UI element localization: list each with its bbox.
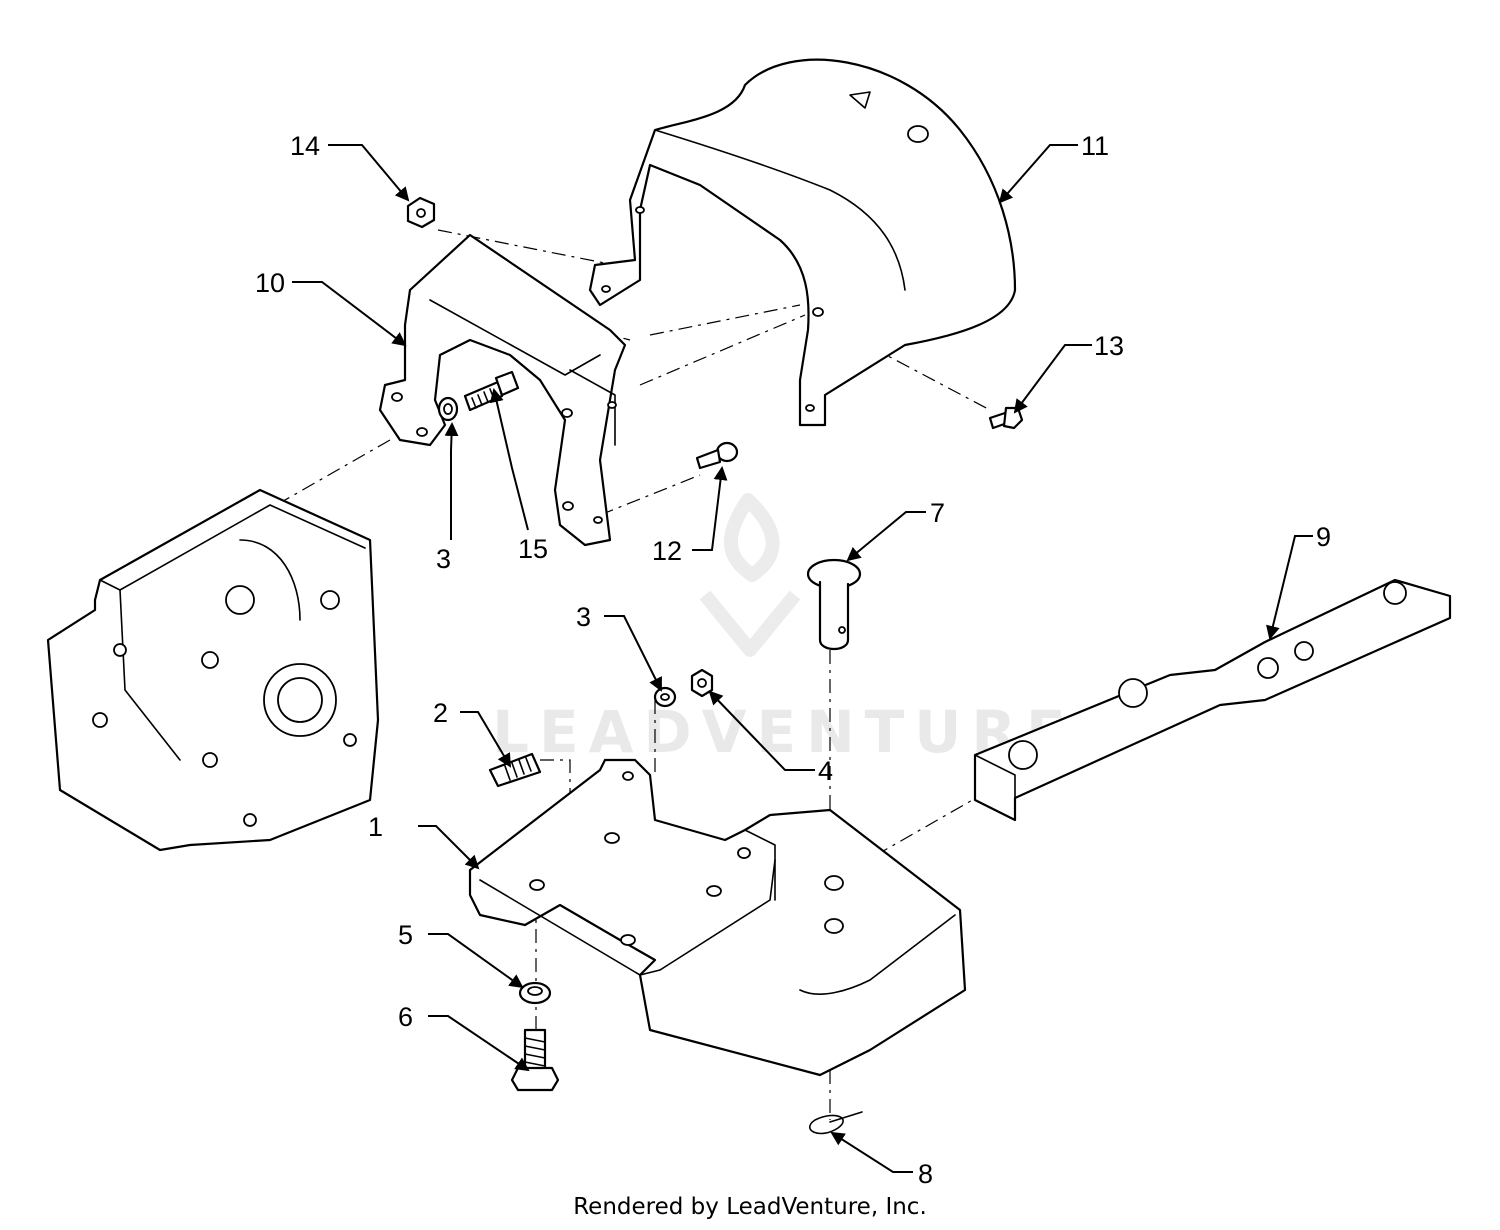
part-5-washer: [518, 981, 552, 1005]
callout-3-lower: 3: [576, 602, 591, 632]
callout-4: 4: [818, 756, 833, 786]
callout-8: 8: [918, 1159, 933, 1189]
callout-15: 15: [518, 534, 548, 564]
footer-credit: Rendered by LeadVenture, Inc.: [573, 1194, 927, 1220]
part-11-shroud: [588, 58, 1017, 427]
part-10-bracket: [378, 233, 627, 547]
part-15-bolt: [463, 370, 520, 412]
callout-3-upper: 3: [436, 544, 451, 574]
part-13-bolt: [988, 406, 1024, 430]
callout-13: 13: [1094, 331, 1124, 361]
flame-chevron-logo-icon: [699, 493, 801, 657]
part-7-clevis-pin: [806, 558, 862, 651]
callout-9: 9: [1316, 522, 1331, 552]
callout-10: 10: [255, 268, 285, 298]
callout-2: 2: [433, 698, 448, 728]
part-12-bolt: [695, 441, 739, 470]
callout-leaders: [292, 144, 1313, 1173]
part-3-washer-upper: [437, 396, 459, 422]
callout-labels: 1 2 3 3 4 5 6 7 8 9 10 11 12 13 14 15: [255, 131, 1331, 1189]
callout-1: 1: [368, 812, 383, 842]
transmission-housing: [46, 488, 380, 852]
callout-7: 7: [930, 498, 945, 528]
part-9-drawbar: [973, 578, 1452, 822]
watermark-brand-text: LEADVENTURE: [492, 698, 1076, 766]
callout-6: 6: [398, 1002, 413, 1032]
part-14-nut: [406, 196, 436, 229]
callout-14: 14: [290, 131, 320, 161]
part-6-bolt: [510, 1028, 560, 1092]
callout-5: 5: [398, 920, 413, 950]
part-2-stud: [488, 752, 542, 788]
callout-12: 12: [652, 536, 682, 566]
part-1-hitch-support: [468, 758, 967, 1077]
watermark-logo: LEADVENTURE: [492, 493, 1076, 766]
callout-11: 11: [1081, 131, 1109, 161]
part-4-nut: [690, 668, 714, 698]
part-8-hairpin-clip: [808, 1111, 863, 1135]
part-3-washer-lower: [653, 686, 677, 708]
